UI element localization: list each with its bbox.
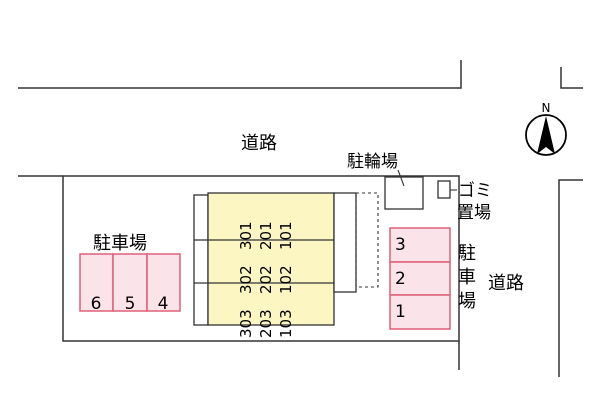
parking-space xyxy=(79,253,114,312)
garbage-area xyxy=(437,180,451,199)
parking-left: 6 5 4 xyxy=(79,253,181,314)
lot-outline xyxy=(62,175,460,342)
room-number: 202 xyxy=(257,265,275,294)
room-number: 203 xyxy=(257,309,275,338)
parking-right: 3 2 1 xyxy=(389,227,451,330)
parking-space-number: 5 xyxy=(125,294,136,314)
room-number: 302 xyxy=(237,265,255,294)
compass-north-label: N xyxy=(542,101,551,115)
parking-right-label-char: 駐 xyxy=(458,243,476,264)
bicycle-parking-area xyxy=(384,176,424,210)
road-edge-top-right xyxy=(560,67,583,89)
compass: N xyxy=(525,101,567,156)
road-label-right: 道路 xyxy=(488,273,524,294)
parking-space xyxy=(389,294,451,330)
parking-space-number: 2 xyxy=(395,269,406,289)
room-column-middle: 201 202 203 xyxy=(257,221,275,338)
compass-arrow-icon xyxy=(537,116,555,154)
bicycle-parking-label: 駐輪場 xyxy=(347,152,398,172)
parking-space xyxy=(146,253,181,312)
room-number: 201 xyxy=(257,221,275,250)
room-number: 101 xyxy=(277,221,295,250)
parking-space-number: 6 xyxy=(91,294,102,314)
parking-space-number: 4 xyxy=(158,294,169,314)
room-column-right: 101 102 103 xyxy=(277,221,295,338)
parking-left-label: 駐車場 xyxy=(93,233,147,254)
building-hall xyxy=(193,194,209,326)
building: 301 302 303 201 202 203 101 102 103 xyxy=(193,192,379,338)
road-edge-right xyxy=(558,179,583,377)
bicycle-parking-pointer xyxy=(397,169,405,187)
building-body xyxy=(207,192,335,326)
building-stair xyxy=(333,192,357,293)
parking-right-label-char: 場 xyxy=(458,291,476,312)
garbage-label-line1: ゴミ xyxy=(458,180,492,201)
parking-space-number: 1 xyxy=(395,302,406,322)
parking-space xyxy=(112,253,148,312)
room-number: 102 xyxy=(277,265,295,294)
road-edge-top xyxy=(18,60,462,89)
room-number: 301 xyxy=(237,221,255,250)
room-number: 103 xyxy=(277,309,295,338)
parking-space-number: 3 xyxy=(395,235,406,255)
parking-space xyxy=(389,261,451,296)
room-column-left: 301 302 303 xyxy=(237,221,255,338)
garbage-label-line2: 置場 xyxy=(457,203,491,223)
room-number: 303 xyxy=(237,309,255,338)
parking-space xyxy=(389,227,451,263)
corridor-dashed xyxy=(355,192,379,288)
road-label-top: 道路 xyxy=(241,133,277,154)
parking-right-label-char: 車 xyxy=(458,267,476,288)
